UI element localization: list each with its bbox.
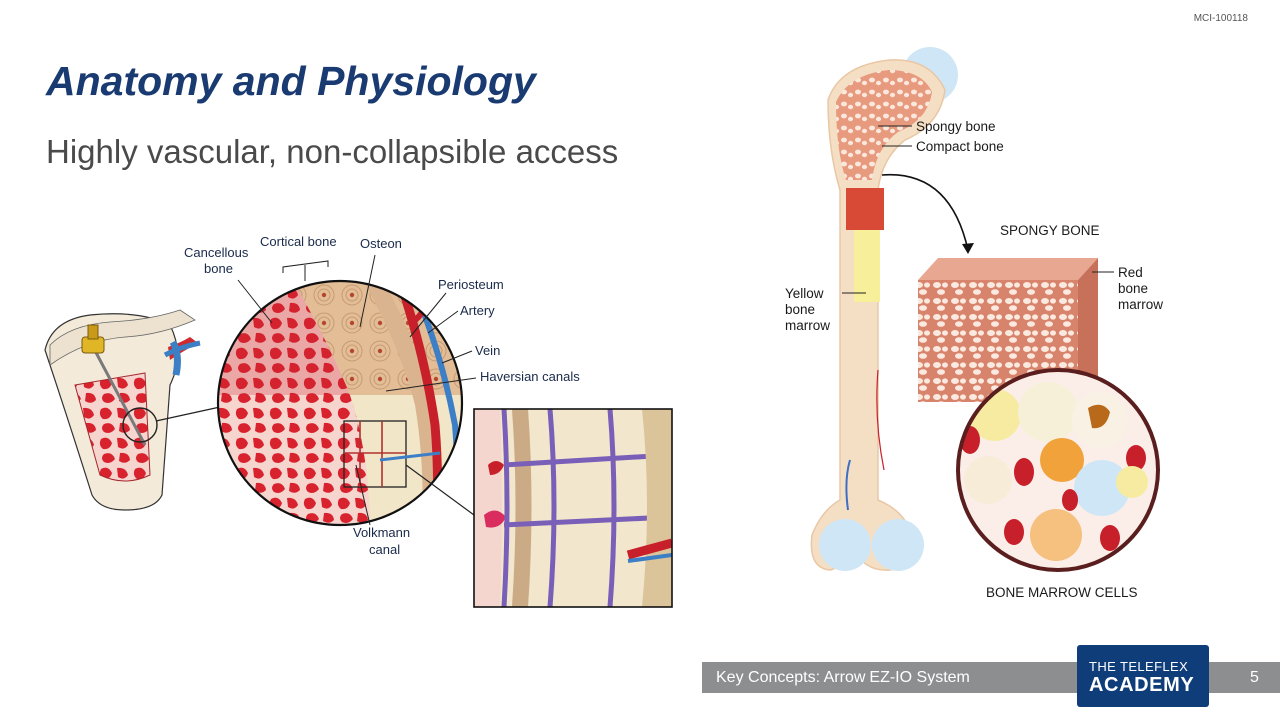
label-yellow-marrow-line1: Yellow bbox=[785, 286, 824, 301]
label-osteon: Osteon bbox=[360, 236, 402, 251]
label-red-marrow-line2: bone bbox=[1118, 281, 1148, 296]
label-bone-marrow-cells: BONE MARROW CELLS bbox=[986, 585, 1138, 600]
label-cancellous-line2: bone bbox=[204, 261, 233, 276]
footer-text-part1: Key Concepts: Arrow bbox=[716, 669, 866, 686]
label-periosteum: Periosteum bbox=[438, 277, 504, 292]
label-volkmann-line2: canal bbox=[369, 542, 400, 557]
label-spongy-bone-heading: SPONGY BONE bbox=[1000, 223, 1100, 238]
logo-line1: THE TELEFLEX bbox=[1089, 659, 1189, 674]
label-volkmann-line1: Volkmann bbox=[353, 525, 410, 540]
document-id: MCI-100118 bbox=[1193, 13, 1248, 24]
volkmann-zoom-box bbox=[473, 408, 673, 608]
page-number: 5 bbox=[1250, 669, 1259, 686]
bone-marrow-cells-circle bbox=[956, 368, 1160, 572]
teleflex-academy-logo: THE TELEFLEX ACADEMY bbox=[1077, 645, 1209, 707]
label-spongy-bone: Spongy bone bbox=[916, 119, 996, 134]
label-yellow-marrow-line2: bone bbox=[785, 302, 815, 317]
bone-cross-section-diagram: Cortical bone Osteon Cancellous bone Per… bbox=[44, 234, 673, 608]
footer-text-part2: EZ-IO System bbox=[869, 669, 970, 686]
tibia-with-needle-illustration bbox=[44, 309, 221, 511]
label-haversian-canals: Haversian canals bbox=[480, 369, 580, 384]
page-title: Anatomy and Physiology bbox=[46, 58, 536, 104]
page-subtitle: Highly vascular, non-collapsible access bbox=[46, 133, 619, 170]
label-artery: Artery bbox=[460, 303, 495, 318]
femur-leader-lines bbox=[842, 125, 1114, 294]
label-cancellous-line1: Cancellous bbox=[184, 245, 249, 260]
femur-marrow-diagram: Spongy bone Compact bone SPONGY BONE Red… bbox=[785, 47, 1163, 600]
femur-illustration bbox=[810, 47, 958, 571]
label-vein: Vein bbox=[475, 343, 500, 358]
footer-bar-end bbox=[1208, 662, 1280, 693]
label-red-marrow-line1: Red bbox=[1118, 265, 1143, 280]
magnified-bone-circle bbox=[216, 279, 475, 527]
logo-line2: ACADEMY bbox=[1089, 674, 1195, 696]
label-red-marrow-line3: marrow bbox=[1118, 297, 1163, 312]
label-compact-bone: Compact bone bbox=[916, 139, 1004, 154]
arrow-to-spongy-bone bbox=[881, 173, 969, 251]
label-yellow-marrow-line3: marrow bbox=[785, 318, 830, 333]
arrowhead-icon bbox=[962, 243, 974, 254]
label-leader-lines bbox=[237, 254, 477, 526]
label-cortical-bone: Cortical bone bbox=[260, 234, 337, 249]
